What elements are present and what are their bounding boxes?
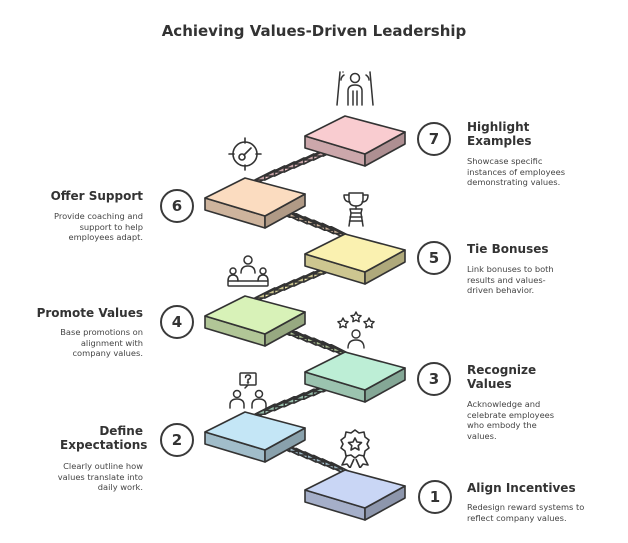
- star-person-icon: [337, 311, 375, 349]
- stair-landings: [204, 115, 406, 521]
- landing-4: [204, 295, 306, 347]
- step-desc-4: Base promotions on alignment with compan…: [60, 327, 143, 358]
- step-desc-3: Acknowledge and celebrate employees who …: [467, 399, 555, 441]
- landing-3: [304, 351, 406, 403]
- step-number-5: 5: [417, 241, 451, 275]
- award-ribbon-icon: [340, 429, 370, 468]
- diagram-title: Achieving Values-Driven Leadership: [161, 22, 467, 40]
- landing-5: [304, 233, 406, 285]
- step-number-1: 1: [418, 480, 452, 514]
- step-desc-6: Provide coaching and support to help emp…: [53, 211, 143, 242]
- step-title-3: Recognize Values: [467, 363, 537, 391]
- step-number-2: 2: [160, 423, 194, 457]
- target-compass-icon: [228, 137, 262, 171]
- landing-7: [304, 115, 406, 167]
- landing-1: [304, 469, 406, 521]
- landing-2: [204, 411, 306, 463]
- step-title-5: Tie Bonuses: [467, 242, 549, 256]
- step-title-1: Align Incentives: [467, 481, 576, 495]
- step-title-4: Promote Values: [36, 306, 143, 320]
- step-title-7: Highlight Examples: [467, 120, 532, 148]
- landing-6: [204, 177, 306, 229]
- trophy-icon: [343, 192, 369, 227]
- presentation-group-icon: [227, 255, 269, 287]
- step-desc-5: Link bonuses to both results and values-…: [467, 264, 554, 295]
- step-number-3: 3: [417, 362, 451, 396]
- spotlight-person-icon: [336, 71, 374, 106]
- step-desc-1: Redesign reward systems to reflect compa…: [467, 502, 585, 523]
- step-number-6: 6: [160, 189, 194, 223]
- step-desc-2: Clearly outline how values translate int…: [57, 461, 143, 492]
- step-number-7: 7: [417, 122, 451, 156]
- step-number-4: 4: [160, 305, 194, 339]
- question-people-icon: [229, 372, 267, 409]
- step-title-2: Define Expectations: [60, 424, 148, 452]
- step-desc-7: Showcase specific instances of employees…: [467, 156, 566, 187]
- step-title-6: Offer Support: [50, 189, 143, 203]
